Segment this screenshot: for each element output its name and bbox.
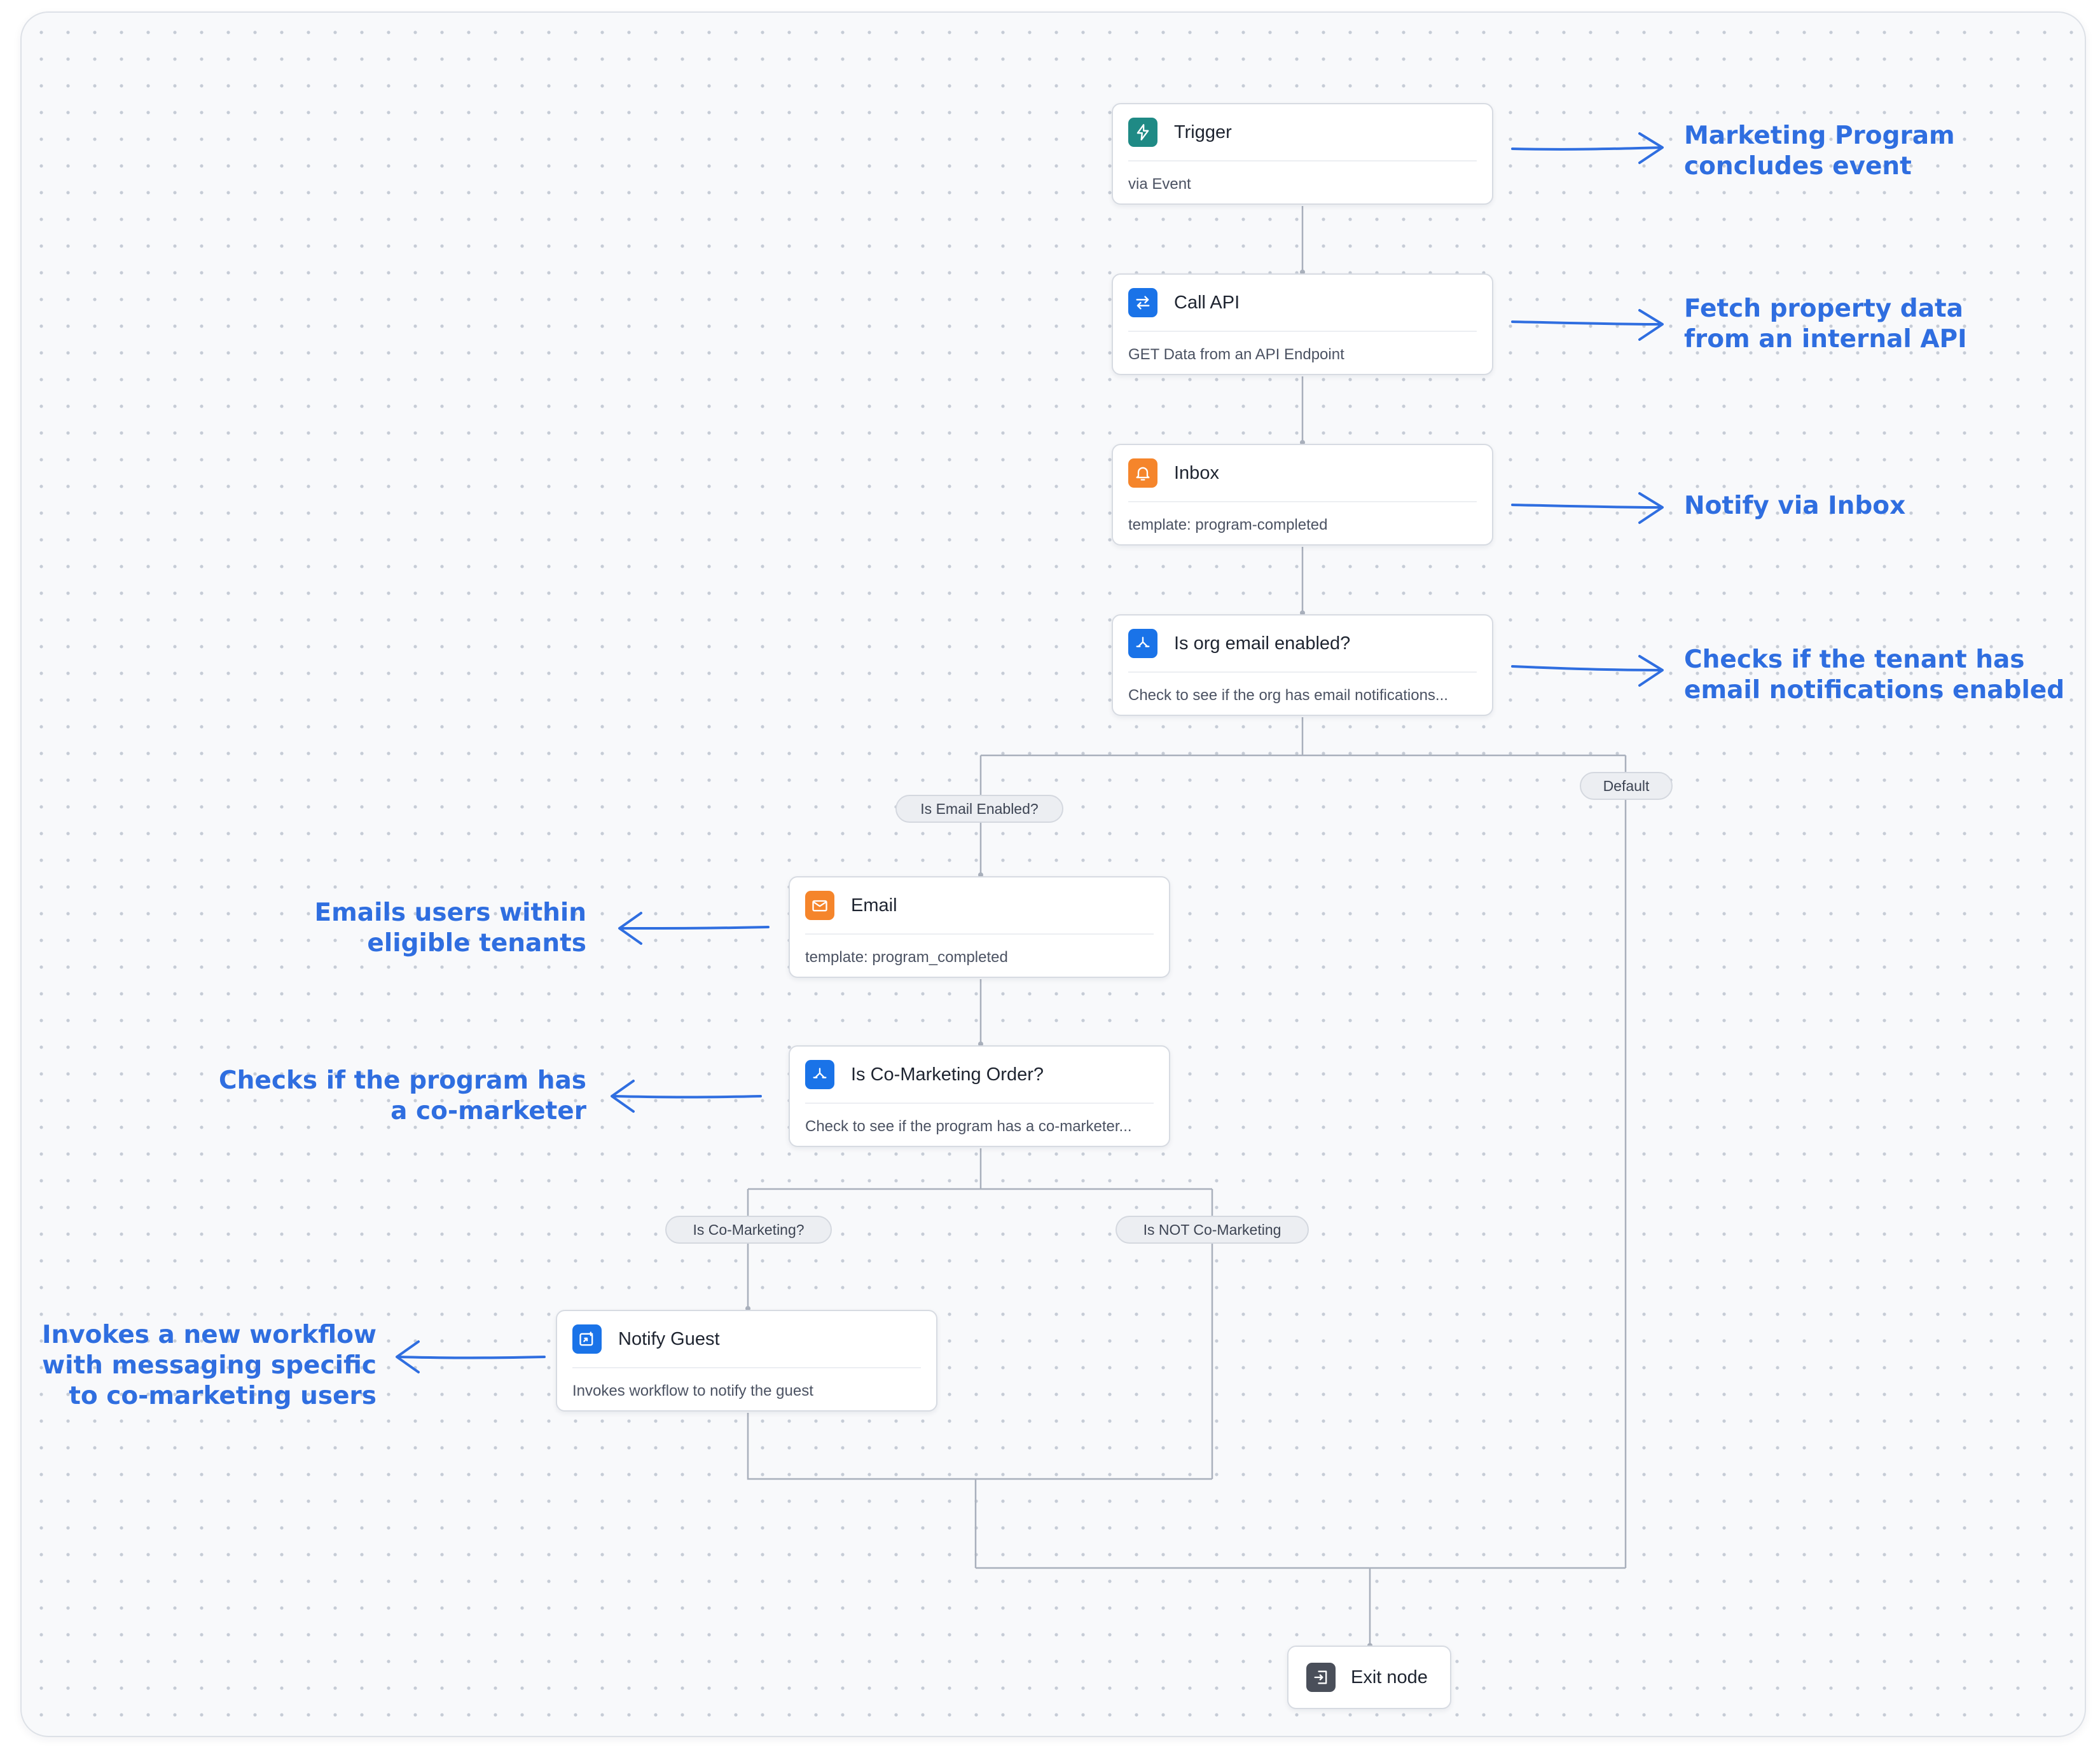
org-email-node-header: Is org email enabled? <box>1128 615 1477 673</box>
annotation-call-api: Fetch property data from an internal API <box>1684 294 1967 354</box>
exit-node[interactable]: Exit node <box>1287 1646 1451 1709</box>
branch-icon <box>805 1060 834 1089</box>
branch-pill-is-co-marketing[interactable]: Is Co-Marketing? <box>665 1216 832 1244</box>
workflow-canvas <box>20 11 2086 1737</box>
bell-icon <box>1128 458 1157 488</box>
annotation-arrow-org-email <box>1511 655 1664 687</box>
trigger-title: Trigger <box>1174 121 1232 142</box>
email-title: Email <box>851 895 897 916</box>
annotation-org-email: Checks if the tenant has email notificat… <box>1684 645 2065 705</box>
annotation-inbox: Notify via Inbox <box>1684 492 1906 520</box>
connector-notify-guest-merge <box>747 1413 1212 1480</box>
exit-title: Exit node <box>1351 1667 1428 1688</box>
branch-pill-is-not-co-marketing[interactable]: Is NOT Co-Marketing <box>1116 1216 1309 1244</box>
annotation-arrow-inbox <box>1511 492 1664 524</box>
inbox-node-header: Inbox <box>1128 445 1477 502</box>
branch-pill-is-email-enabled[interactable]: Is Email Enabled? <box>895 795 1063 823</box>
exit-icon <box>1306 1663 1336 1692</box>
branch-pill-default[interactable]: Default <box>1580 772 1673 800</box>
call-api-title: Call API <box>1174 292 1240 313</box>
notify-guest-node-header: Notify Guest <box>572 1311 921 1368</box>
trigger-node-header: Trigger <box>1128 104 1477 162</box>
email-subtitle: template: program_completed <box>805 949 1008 966</box>
notify-guest-node[interactable]: Notify Guest Invokes workflow to notify … <box>556 1310 937 1412</box>
call-api-node[interactable]: Call API GET Data from an API Endpoint <box>1112 273 1493 375</box>
co-marketing-node-header: Is Co-Marketing Order? <box>805 1047 1154 1104</box>
annotation-arrow-co-marketing <box>611 1080 762 1113</box>
annotation-email: Emails users within eligible tenants <box>314 898 586 958</box>
org-email-subtitle: Check to see if the org has email notifi… <box>1128 687 1448 704</box>
inbox-node[interactable]: Inbox template: program-completed <box>1112 444 1493 546</box>
email-node[interactable]: Email template: program_completed <box>789 876 1170 978</box>
branch-icon <box>1128 629 1157 658</box>
swap-arrows-icon <box>1128 288 1157 317</box>
co-marketing-title: Is Co-Marketing Order? <box>851 1064 1044 1085</box>
workflow-icon <box>572 1324 602 1354</box>
trigger-node[interactable]: Trigger via Event <box>1112 103 1493 205</box>
envelope-icon <box>805 891 834 920</box>
notify-guest-subtitle: Invokes workflow to notify the guest <box>572 1382 813 1399</box>
annotation-arrow-trigger <box>1511 132 1664 164</box>
co-marketing-node[interactable]: Is Co-Marketing Order? Check to see if t… <box>789 1045 1170 1147</box>
annotation-arrow-notify-guest <box>396 1340 546 1373</box>
call-api-subtitle: GET Data from an API Endpoint <box>1128 346 1344 363</box>
annotation-arrow-email <box>618 912 770 945</box>
notify-guest-title: Notify Guest <box>618 1328 720 1349</box>
org-email-title: Is org email enabled? <box>1174 633 1351 654</box>
annotation-trigger: Marketing Program concludes event <box>1684 121 1955 181</box>
co-marketing-subtitle: Check to see if the program has a co-mar… <box>805 1118 1132 1135</box>
inbox-subtitle: template: program-completed <box>1128 516 1328 533</box>
annotation-arrow-call-api <box>1511 309 1664 341</box>
annotation-notify-guest: Invokes a new workflow with messaging sp… <box>41 1321 376 1410</box>
org-email-node[interactable]: Is org email enabled? Check to see if th… <box>1112 614 1493 716</box>
email-node-header: Email <box>805 877 1154 935</box>
trigger-subtitle: via Event <box>1128 175 1191 193</box>
inbox-title: Inbox <box>1174 462 1219 483</box>
call-api-node-header: Call API <box>1128 275 1477 332</box>
lightning-icon <box>1128 118 1157 147</box>
annotation-co-marketing: Checks if the program has a co-marketer <box>219 1066 586 1125</box>
